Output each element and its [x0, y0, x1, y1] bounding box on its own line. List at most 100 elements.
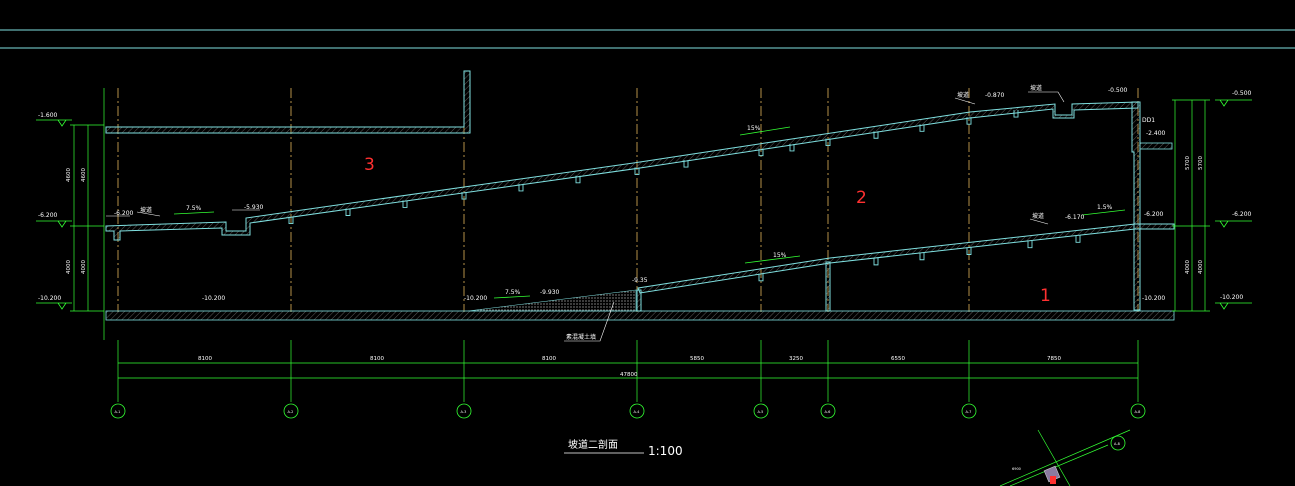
beam-stub — [1013, 110, 1019, 118]
dim-seg-3: 5850 — [690, 356, 704, 362]
beam-stub — [288, 216, 294, 225]
elev-lower-right-a: -6.170 — [1065, 214, 1085, 221]
axis-label: A-8 — [1135, 410, 1141, 414]
corner-axis: A-8 — [1114, 442, 1120, 446]
axis-bubble — [283, 403, 299, 419]
drawing-title: 坡道二剖面 — [568, 438, 618, 451]
elev-upper-left-a: -6.200 — [114, 210, 134, 217]
dim-seg-1: 8100 — [370, 356, 384, 362]
elev-upper-right-b: -0.500 — [1108, 87, 1128, 94]
dim-right-outer-1: 4000 — [1198, 260, 1204, 274]
right-dimensions — [1172, 99, 1210, 312]
beam-stub — [575, 175, 581, 184]
dim-seg-6: 7850 — [1047, 356, 1061, 362]
beam-stub — [873, 257, 879, 266]
axis-bubble — [820, 403, 836, 419]
axis-label: A-2 — [288, 410, 294, 414]
elev-left-top: -1.600 — [38, 112, 58, 119]
axis-bubble — [629, 403, 645, 419]
tag-lower-right: 坡道 — [1032, 212, 1044, 220]
dim-right-outer-0: 5700 — [1198, 156, 1204, 170]
zone-label-2: 2 — [856, 188, 867, 208]
slope-lower-left: 7.5% — [505, 289, 521, 296]
elev-floor-3: -10.200 — [1142, 295, 1165, 302]
elev-right-bottom: -10.200 — [1220, 294, 1243, 301]
beam-stub — [1027, 240, 1033, 249]
beam-stub — [402, 200, 408, 208]
dim-total: 47800 — [620, 372, 638, 378]
axis-bubble — [1130, 403, 1146, 419]
slope-arrows — [173, 126, 1126, 299]
dim-seg-0: 8100 — [198, 356, 212, 362]
beam-stub — [919, 124, 925, 132]
beam-stub — [758, 273, 764, 282]
dim-seg-2: 8100 — [542, 356, 556, 362]
beam-stub — [758, 148, 764, 157]
tag-door: DD1 — [1142, 117, 1155, 124]
beam-stub — [966, 247, 972, 255]
elev-floor-2: -10.200 — [464, 295, 487, 302]
axis-bubbles: A-1 A-2 A-3 A-4 A-5 A-6 A-7 A-8 — [110, 403, 1146, 419]
axis-label: A-7 — [966, 410, 972, 414]
elev-upper-left-b: -5.930 — [244, 204, 264, 211]
axis-bubble — [456, 403, 472, 419]
axis-label: A-1 — [115, 410, 121, 414]
axis-bubble — [961, 403, 977, 419]
beam-stub — [789, 143, 795, 152]
beam-stub — [1075, 235, 1081, 243]
dim-right-inner-0: 5700 — [1185, 156, 1191, 170]
beam-stubs — [288, 110, 1081, 282]
drawing-scale: 1:100 — [648, 444, 683, 458]
zone-label-1: 1 — [1040, 286, 1051, 306]
dim-right-inner-1: 4000 — [1185, 260, 1191, 274]
elev-right-mid: -6.200 — [1232, 211, 1252, 218]
elev-right-top: -0.500 — [1232, 90, 1252, 97]
bottom-dim-texts: 8100 8100 8100 5850 3250 6550 7850 47800 — [198, 356, 1061, 378]
note-fill: 素混凝土填 — [566, 333, 596, 341]
elev-floor-1: -10.200 — [202, 295, 225, 302]
key-plan-fragment: A-8 6900 — [999, 429, 1131, 486]
dim-seg-5: 6550 — [891, 356, 905, 362]
beam-stub — [873, 131, 879, 139]
beam-stub — [518, 183, 524, 192]
upper-ramp-slab — [105, 101, 1139, 241]
axis-label: A-4 — [634, 410, 641, 414]
slope-lower-mid: 15% — [773, 252, 787, 259]
axis-label: A-3 — [461, 410, 467, 414]
ground-slab — [105, 310, 1175, 321]
elev-right-mid-note: -2.400 — [1146, 130, 1166, 137]
elev-lower-right-b: -6.200 — [1144, 211, 1164, 218]
axis-bubble — [110, 403, 126, 419]
beam-stub — [345, 208, 351, 216]
beam-stub — [919, 252, 925, 261]
slope-upper-left: 7.5% — [186, 205, 202, 212]
axis-lines — [117, 88, 1139, 312]
columns — [636, 261, 831, 312]
dim-seg-4: 3250 — [789, 356, 803, 362]
tag-upper-left: 坡道 — [140, 206, 152, 214]
elev-upper-right-a: -0.870 — [985, 92, 1005, 99]
fill-wedge — [467, 289, 637, 312]
axis-bubble — [753, 403, 769, 419]
axis-label: A-5 — [758, 410, 764, 414]
beam-stub — [683, 160, 689, 168]
text-labels: -1.600 -6.200 -10.200 -6.200 坡道 7.5% -5.… — [38, 84, 1252, 458]
slope-upper-mid: 15% — [747, 125, 761, 132]
dim-left-outer-0: 4600 — [66, 168, 72, 182]
roof-slab-left — [105, 70, 471, 134]
elev-lower-left-a: -9.930 — [540, 289, 560, 296]
beam-stub — [825, 138, 831, 146]
axis-label: A-6 — [825, 410, 831, 414]
dim-left-inner-1: 4000 — [81, 260, 87, 274]
corner-dim: 6900 — [1012, 467, 1021, 471]
beam-stub — [461, 192, 467, 200]
bottom-dimensions — [118, 362, 1138, 379]
slope-lower-right: 1.5% — [1097, 204, 1113, 211]
door-lintel — [1139, 142, 1173, 150]
frame-lines — [0, 29, 1295, 49]
elevation-markers — [36, 99, 1252, 310]
tag-upper-right-a: 坡道 — [957, 91, 969, 99]
tag-upper-right-b: 坡道 — [1030, 84, 1042, 92]
lower-ramp-slab — [637, 223, 1175, 294]
